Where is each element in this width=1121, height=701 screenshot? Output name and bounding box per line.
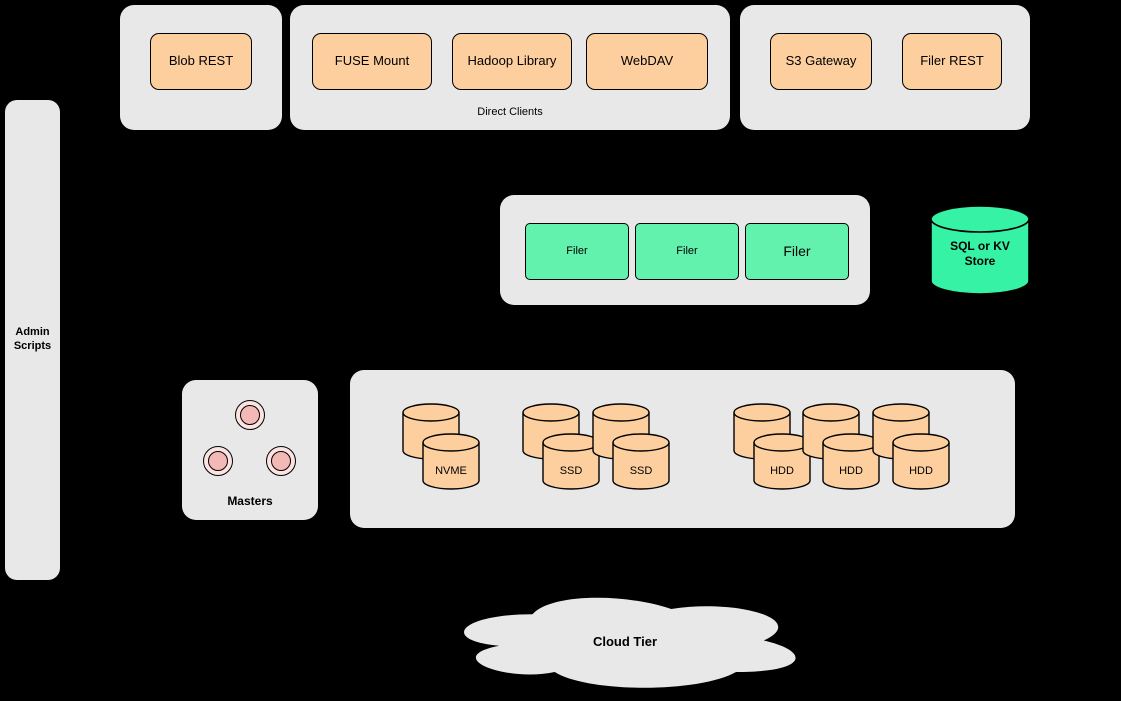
masters-panel: Masters [182,380,318,520]
sql-kv-store-cylinder: SQL or KV Store [930,205,1030,295]
drive-hdd: HDD [733,403,813,495]
fuse-mount-node: FUSE Mount [312,33,432,90]
drive-ssd: SSD [592,403,672,495]
master-node-core [208,451,228,471]
master-node-core [271,451,291,471]
drive-label: NVME [435,465,467,477]
drive-cylinder-icon [892,433,950,490]
filer-node: Filer [745,223,849,280]
master-node [266,446,296,476]
webdav-node: WebDAV [586,33,708,90]
drive-cylinder-icon [612,433,670,490]
master-node [203,446,233,476]
gateway-panel: S3 Gateway Filer REST [740,5,1030,130]
drive-label: HDD [770,465,794,477]
drive-label: HDD [839,465,863,477]
drive-cylinder-icon [422,433,480,490]
drive-hdd: HDD [872,403,952,495]
filer-group-panel: Filer Filer Filer [500,195,870,305]
cloud-tier: Cloud Tier [440,588,810,693]
master-node-core [240,405,260,425]
sql-kv-store-label: SQL or KV Store [950,239,1010,268]
filer-node: Filer [635,223,739,280]
drive-label: HDD [909,465,933,477]
blob-rest-node: Blob REST [150,33,252,90]
blob-group-panel: Blob REST [120,5,282,130]
s3-gateway-node: S3 Gateway [770,33,872,90]
drive-label: SSD [629,465,653,477]
drive-hdd: HDD [802,403,882,495]
drive-nvme: NVME [402,403,482,495]
admin-scripts-panel: Admin Scripts [5,100,60,580]
hadoop-library-node: Hadoop Library [452,33,572,90]
database-cylinder-icon [930,205,1030,295]
volume-servers-panel: NVME SSD SSD H [350,370,1015,528]
direct-clients-panel: FUSE Mount Hadoop Library WebDAV Direct … [290,5,730,130]
drive-cylinder-icon [542,433,600,490]
filer-node: Filer [525,223,629,280]
cloud-tier-label: Cloud Tier [592,634,658,649]
masters-caption: Masters [227,494,273,508]
master-node [235,400,265,430]
filer-rest-node: Filer REST [902,33,1002,90]
drive-ssd: SSD [522,403,602,495]
direct-clients-caption: Direct Clients [477,106,543,118]
drive-cylinder-icon [753,433,811,490]
cloud-icon [464,597,796,688]
drive-label: SSD [559,465,583,477]
